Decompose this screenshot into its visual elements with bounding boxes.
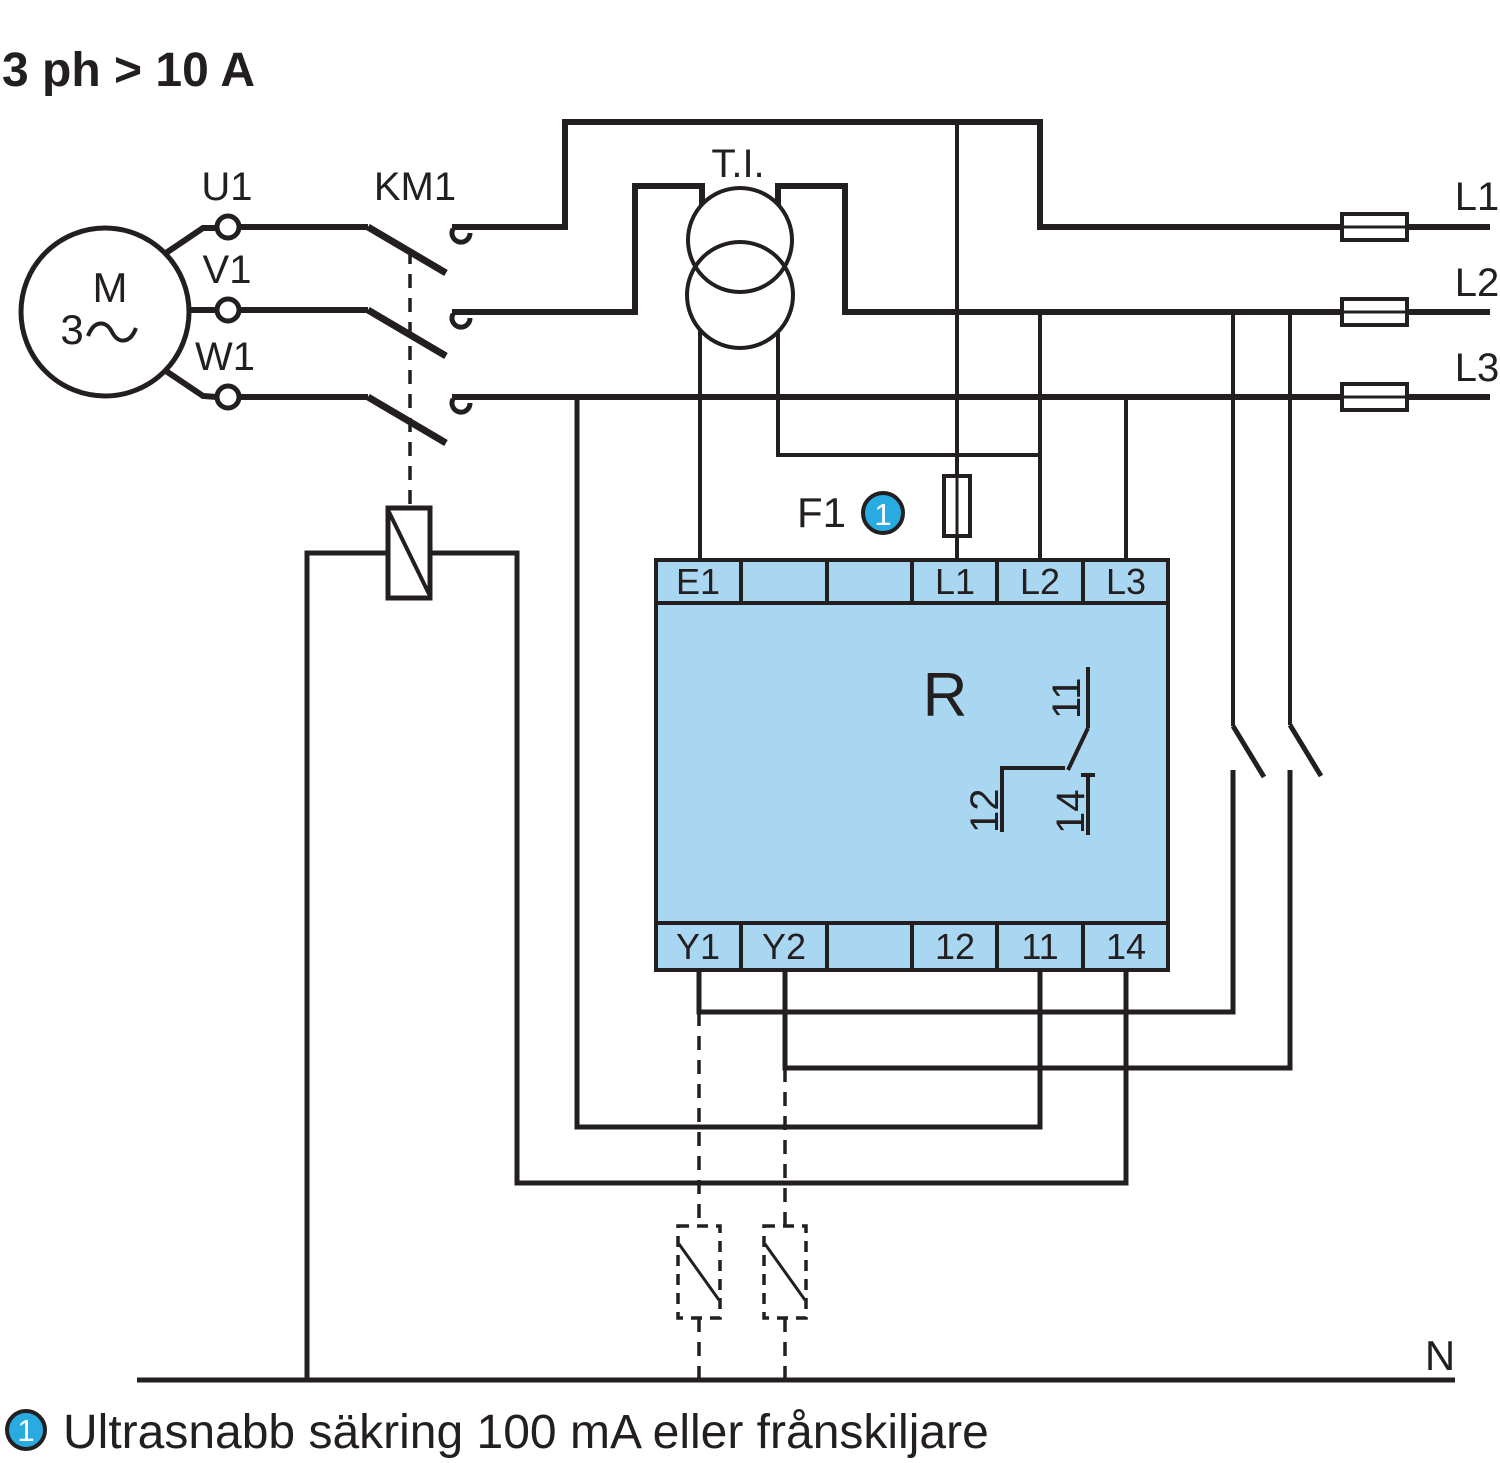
motor-phase-count: 3 [60, 306, 83, 353]
relay-terminal-l2: L2 [1020, 561, 1060, 602]
y1-loop-wire [696, 770, 1236, 1015]
relay-terminal-11: 11 [1021, 926, 1058, 967]
footnote-badge-icon [5, 1409, 47, 1451]
coil-circuit-wires [304, 550, 1129, 1380]
terminal-label-w1: W1 [195, 335, 255, 379]
relay-top-terminal-row: E1 L1 L2 L3 [654, 558, 1170, 605]
line-fuse-l3 [1340, 382, 1409, 412]
l3-tap-to-terminal-11-wire [574, 397, 1043, 1130]
terminal-circle-u1 [214, 213, 242, 241]
page-title: 3 ph > 10 A [2, 44, 255, 97]
neutral-label: N [1425, 1332, 1455, 1379]
line-fuse-l2 [1340, 297, 1409, 327]
ct-secondary-winding [685, 240, 795, 350]
relay-block: E1 L1 L2 L3 Y1 Y2 12 11 14 R [654, 558, 1170, 972]
km1-blade-3 [366, 393, 448, 447]
relay-label: R [923, 661, 968, 730]
contactor-km1-contacts [366, 223, 473, 508]
line-label-l1: L1 [1455, 175, 1500, 219]
relay-terminal-e1: E1 [676, 561, 720, 602]
phase-v1-l2-wire [189, 183, 1490, 315]
relay-bottom-terminal-row: Y1 Y2 12 11 14 [654, 921, 1170, 972]
relay-terminal-l1: L1 [935, 561, 975, 602]
current-transformer-symbol [685, 186, 795, 350]
contactor-coil-symbol [385, 505, 433, 601]
km1-blade-1 [366, 223, 448, 277]
thermistor-sensor-1 [676, 1012, 722, 1380]
terminal-circle-w1 [214, 383, 242, 411]
km1-fixed-contact-1 [449, 227, 473, 245]
terminal-label-u1: U1 [201, 165, 252, 209]
thermistor-sensor-2 [762, 1068, 808, 1380]
contact-label-14: 14 [1049, 790, 1093, 835]
line-fuse-l1 [1340, 212, 1409, 242]
relay-terminal-l3: L3 [1106, 561, 1146, 602]
line-label-l2: L2 [1455, 261, 1500, 305]
y2-loop-wire [782, 770, 1293, 1071]
phase-u1-l1-wire [161, 119, 1490, 258]
relay-terminal-14: 14 [1106, 926, 1146, 967]
relay-terminal-y2: Y2 [762, 926, 806, 967]
contact-label-11: 11 [1045, 677, 1089, 719]
motor-label: M [93, 264, 128, 311]
km1-fixed-contact-3 [449, 397, 473, 415]
relay-body [654, 601, 1170, 925]
footnote: 1 Ultrasnabb säkring 100 mA eller frånsk… [5, 1406, 989, 1459]
footnote-badge-number: 1 [17, 1413, 34, 1448]
ct-label: T.I. [711, 142, 764, 186]
km1-fixed-contact-2 [449, 312, 473, 330]
ct-primary-winding [686, 186, 794, 294]
control-switch-a [1230, 313, 1267, 779]
phase-w1-l3-wire [161, 366, 1490, 400]
terminal-circle-v1 [214, 296, 242, 324]
sine-wave-icon [86, 321, 138, 343]
contact-label-12: 12 [963, 789, 1007, 834]
footnote-text: Ultrasnabb säkring 100 mA eller frånskil… [63, 1406, 989, 1459]
fuse-f1-branch [942, 122, 972, 560]
control-switch-b [1287, 313, 1324, 778]
motor-symbol: M 3 [18, 225, 192, 399]
relay-terminal-y1: Y1 [676, 926, 720, 967]
ct-secondary-wires [698, 300, 1042, 560]
motor-terminal-circles [214, 213, 242, 411]
line-label-l3: L3 [1455, 346, 1500, 390]
fuse-label: F1 [797, 489, 846, 536]
km1-blade-2 [366, 306, 448, 360]
motor-circle [18, 225, 192, 399]
terminal-label-v1: V1 [203, 248, 252, 292]
note-1-badge-icon [861, 491, 905, 535]
fuse-note-badge: 1 [861, 491, 905, 535]
contactor-label: KM1 [374, 165, 456, 209]
relay-terminal-12: 12 [935, 926, 975, 967]
note-1-badge-number: 1 [874, 497, 891, 532]
relay-internal-contact: 11 12 14 [963, 667, 1095, 835]
